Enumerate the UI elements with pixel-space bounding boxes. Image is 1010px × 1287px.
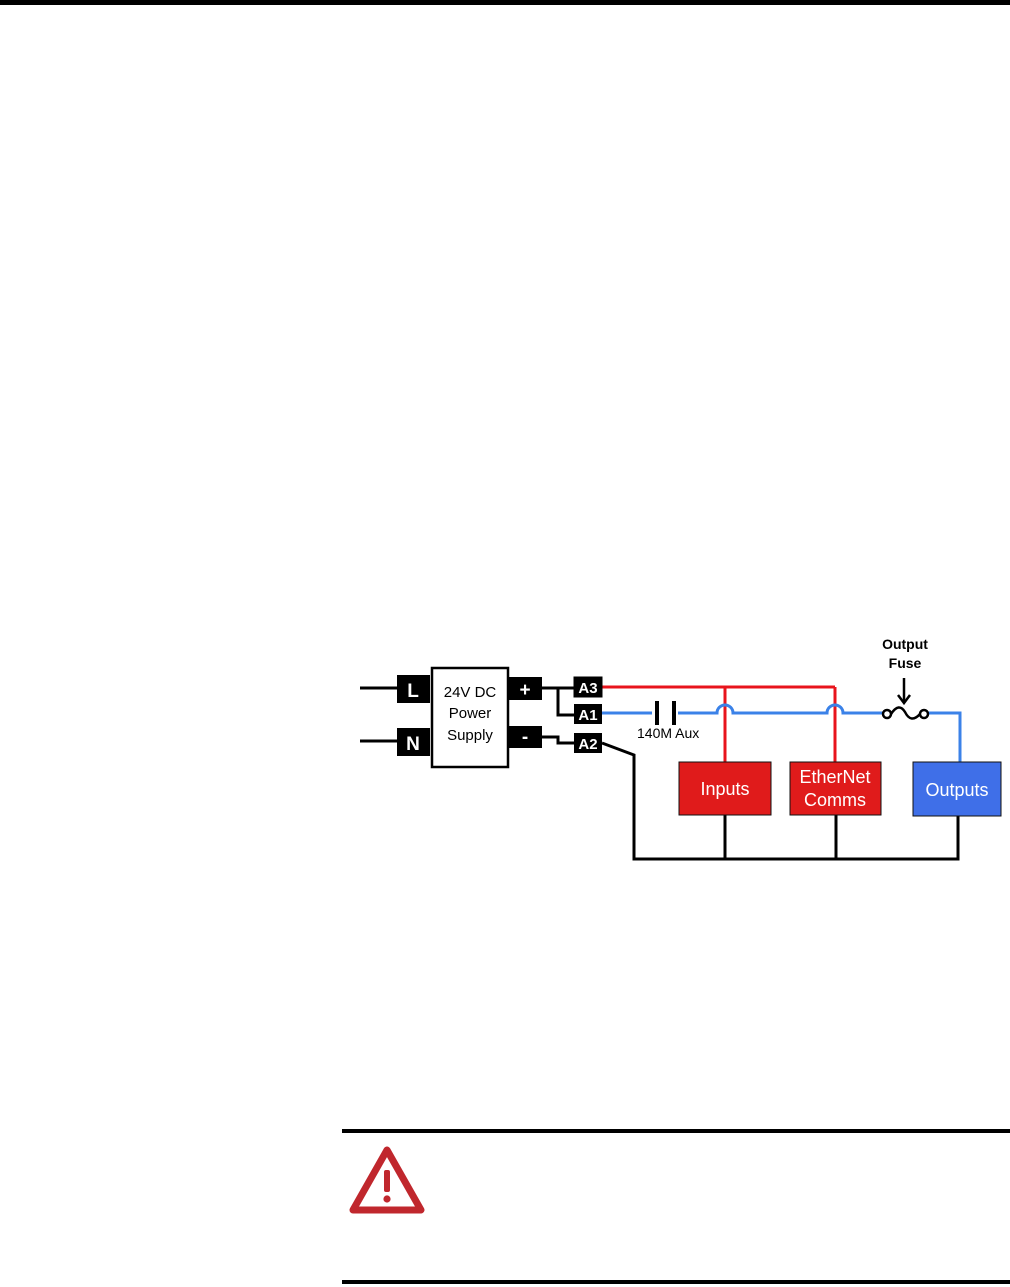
ethernet-comms-label-line2: Comms bbox=[804, 790, 866, 810]
aux-contact-symbol bbox=[655, 701, 676, 725]
terminal-N-label: N bbox=[406, 734, 420, 755]
fuse-symbol bbox=[881, 678, 930, 720]
terminal-N bbox=[397, 728, 430, 756]
warning-bottom-rule bbox=[342, 1280, 1010, 1284]
terminal-minus bbox=[509, 726, 542, 748]
warning-icon bbox=[349, 1146, 425, 1214]
fuse-label-line2: Fuse bbox=[889, 655, 922, 671]
ethernet-comms-block bbox=[789, 761, 882, 816]
inputs-block-label: Inputs bbox=[700, 779, 749, 799]
terminal-a2-label: A2 bbox=[578, 736, 597, 753]
black-wires bbox=[360, 686, 960, 861]
terminal-a2 bbox=[574, 733, 602, 753]
aux-contact-label: 140M Aux bbox=[637, 725, 699, 741]
terminal-L bbox=[397, 675, 430, 703]
wire-minus-a2 bbox=[542, 735, 574, 745]
terminal-a1-label: A1 bbox=[578, 707, 597, 724]
wire-a1-blue bbox=[602, 703, 962, 762]
header-rule bbox=[0, 0, 1010, 5]
outputs-block bbox=[912, 761, 1002, 817]
inputs-block bbox=[678, 761, 772, 816]
terminal-plus bbox=[509, 677, 542, 700]
power-supply-line3: Supply bbox=[447, 727, 493, 744]
ethernet-comms-label-line1: EtherNet bbox=[799, 767, 870, 787]
terminal-a3-label: A3 bbox=[578, 680, 597, 697]
terminal-L-label: L bbox=[407, 681, 419, 702]
wire-plus-a1 bbox=[542, 686, 574, 717]
terminal-minus-label: - bbox=[522, 727, 528, 748]
wire-common-return bbox=[601, 741, 960, 861]
red-wires bbox=[602, 685, 837, 762]
terminal-a3 bbox=[573, 676, 603, 698]
outputs-block-label: Outputs bbox=[925, 780, 988, 800]
terminal-a1 bbox=[574, 704, 602, 724]
power-supply-line1: 24V DC bbox=[444, 684, 497, 701]
terminal-plus-label: + bbox=[519, 680, 530, 701]
power-supply-box bbox=[430, 666, 510, 769]
power-supply-line2: Power bbox=[449, 705, 492, 722]
warning-top-rule bbox=[342, 1129, 1010, 1133]
fuse-label-line1: Output bbox=[882, 636, 928, 652]
